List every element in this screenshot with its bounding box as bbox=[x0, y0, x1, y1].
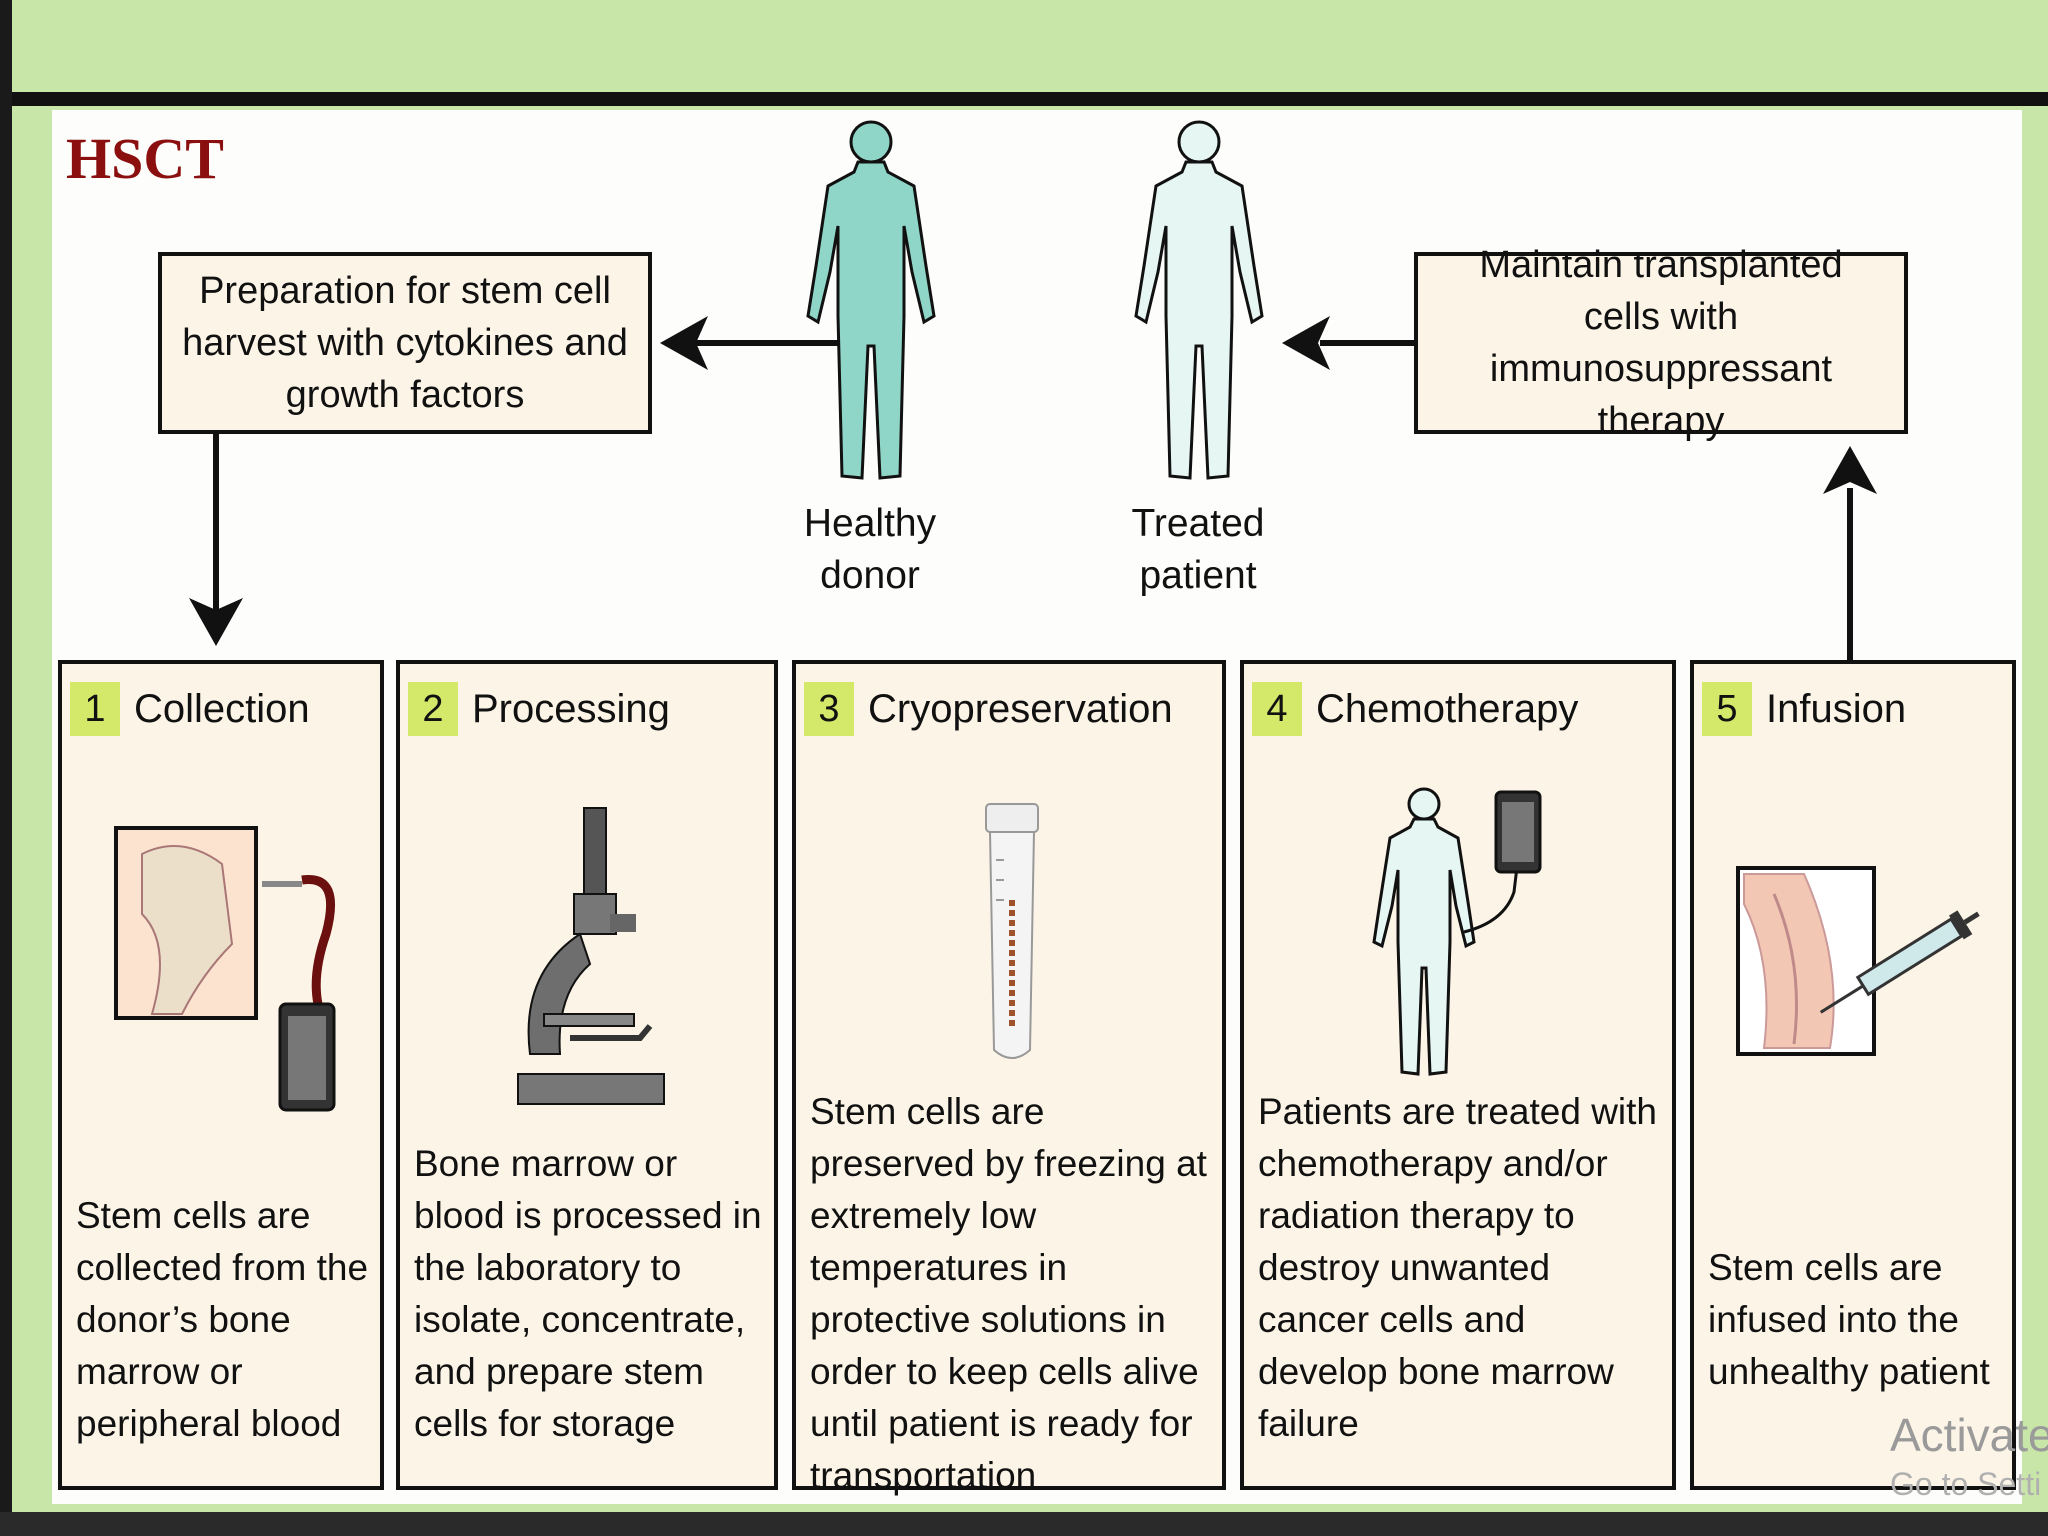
step-title: Processing bbox=[472, 687, 670, 731]
step-title: Cryopreservation bbox=[868, 687, 1173, 731]
step-description: Stem cells are collected from the donor’… bbox=[76, 1195, 369, 1444]
step-title: Infusion bbox=[1766, 687, 1907, 731]
step-cryopreservation: 3 Cryopreservation Stem cells are preser… bbox=[792, 660, 1226, 1496]
treated-patient-figure-icon bbox=[1134, 120, 1264, 480]
top-band bbox=[12, 0, 2048, 92]
step-title: Chemotherapy bbox=[1316, 687, 1579, 731]
step-description: Stem cells are infused into the unhealth… bbox=[1708, 1247, 1990, 1392]
step-number-badge: 1 bbox=[70, 682, 120, 736]
step-infusion: 5 Infusion Stem cells are infused into t… bbox=[1690, 660, 2016, 1490]
step-title: Collection bbox=[134, 687, 310, 731]
preparation-box: Preparation for stem cell harvest with c… bbox=[158, 252, 652, 434]
activation-watermark: Activate bbox=[1890, 1409, 2048, 1461]
taskbar-strip bbox=[0, 1512, 2048, 1536]
left-edge bbox=[0, 0, 12, 1536]
cryo-vial-icon bbox=[985, 803, 1039, 1059]
step-number-badge: 3 bbox=[804, 682, 854, 736]
step-number-badge: 2 bbox=[408, 682, 458, 736]
divider-bar bbox=[12, 92, 2048, 106]
healthy-donor-figure-icon bbox=[806, 120, 936, 480]
bone-marrow-collection-icon bbox=[114, 826, 336, 1112]
step-processing: 2 Processing Bone marrow or blood is pro… bbox=[396, 660, 778, 1490]
healthy-donor-label: Healthy donor bbox=[803, 502, 937, 597]
step-description: Patients are treated with chemotherapy a… bbox=[1258, 1091, 1657, 1444]
diagram-title: HSCT bbox=[66, 126, 224, 191]
arrowhead-maintain bbox=[1823, 446, 1877, 494]
step-chemotherapy: 4 Chemotherapy Patients are treated with… bbox=[1240, 660, 1676, 1490]
step-number-badge: 4 bbox=[1252, 682, 1302, 736]
arrowhead-patient bbox=[1282, 316, 1330, 370]
arrowhead-prep bbox=[660, 316, 708, 370]
patient-iv-bag-icon bbox=[1372, 787, 1542, 1076]
step-collection: 1 Collection Stem cells are collected fr… bbox=[58, 660, 384, 1490]
microscope-icon bbox=[517, 807, 665, 1105]
step-number-badge: 5 bbox=[1702, 682, 1752, 736]
activation-watermark-subtext: Go to Setti bbox=[1890, 1466, 2042, 1502]
syringe-arm-icon bbox=[1736, 866, 1980, 1056]
treated-patient-label: Treated patient bbox=[1131, 502, 1265, 597]
step-description: Stem cells are preserved by freezing at … bbox=[810, 1091, 1207, 1496]
step-description: Bone marrow or blood is processed in the… bbox=[414, 1143, 762, 1444]
arrowhead-collection bbox=[189, 598, 243, 646]
